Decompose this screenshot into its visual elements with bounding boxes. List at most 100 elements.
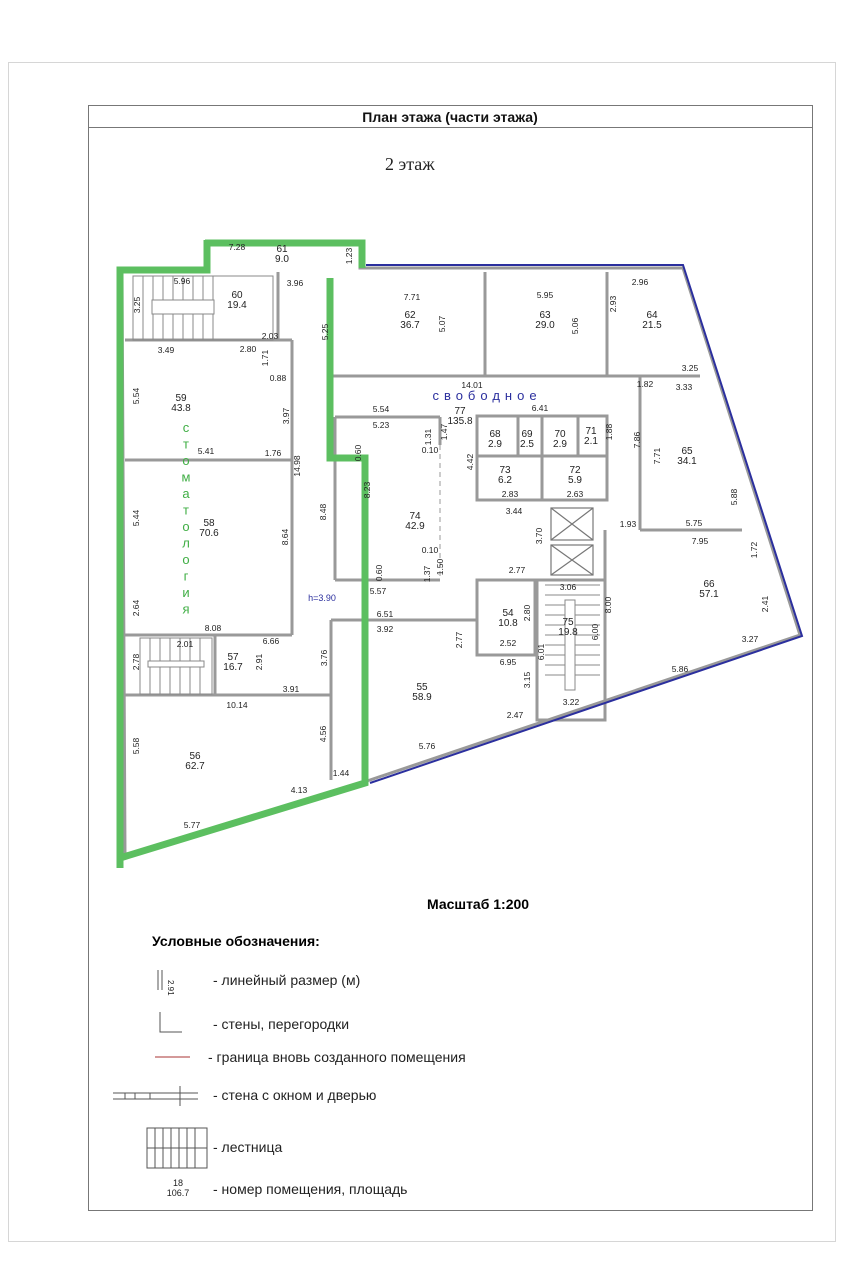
dimension-label: 2.80 <box>240 344 257 354</box>
free-space-label: свободное <box>432 388 541 403</box>
dimension-label: 8.48 <box>318 503 328 520</box>
dimension-label: 0.88 <box>270 373 287 383</box>
dentistry-letter: г <box>184 569 189 584</box>
dimension-label: 2.47 <box>507 710 524 720</box>
legend-dimension-icon <box>157 970 163 990</box>
dentistry-boundary <box>116 239 369 868</box>
dimension-label: 5.25 <box>320 323 330 340</box>
room-area: 19.4 <box>227 300 247 311</box>
room-number: 72 <box>569 465 581 476</box>
room-number: 63 <box>539 310 551 321</box>
dimension-label: 7.71 <box>404 292 421 302</box>
room-area: 21.5 <box>642 320 662 331</box>
dimension-label: 5.76 <box>419 741 436 751</box>
dimension-label: 1.93 <box>620 519 637 529</box>
dimension-label: 5.58 <box>131 737 141 754</box>
room-number: 59 <box>175 393 187 404</box>
dimension-label: 1.82 <box>637 379 654 389</box>
dentistry-letter: т <box>183 437 189 452</box>
dimension-label: 14.01 <box>461 380 483 390</box>
dimension-label: 1.31 <box>423 428 433 445</box>
dentistry-letter: о <box>182 552 189 567</box>
stair-57 <box>139 637 213 695</box>
outer-wall <box>120 243 802 858</box>
legend-item-boundary: - граница вновь созданного помещения <box>208 1049 466 1065</box>
dentistry-letter: л <box>182 536 190 551</box>
dimension-label: 4.42 <box>465 453 475 470</box>
room-area: 34.1 <box>677 456 697 467</box>
room-area: 2.5 <box>520 439 534 450</box>
dimension-label: 2.52 <box>500 638 517 648</box>
room-area: 9.0 <box>275 254 289 265</box>
dimension-label: 3.96 <box>287 278 304 288</box>
dimension-label: 2.93 <box>608 295 618 312</box>
dentistry-letter: о <box>182 453 189 468</box>
legend-item-window-door: - стена с окном и дверью <box>213 1087 377 1103</box>
dimension-label: 5.75 <box>686 518 703 528</box>
dimension-label: 3.15 <box>522 671 532 688</box>
dimension-label: 2.78 <box>131 653 141 670</box>
room-number: 58 <box>203 518 215 529</box>
room-number: 55 <box>416 682 428 693</box>
dimension-label: 5.23 <box>373 420 390 430</box>
dimension-label: 1.47 <box>439 423 449 440</box>
dimension-label: 1.76 <box>265 448 282 458</box>
dimension-label: 5.07 <box>437 315 447 332</box>
dentistry-letter: я <box>182 602 189 617</box>
dimension-label: 3.76 <box>319 649 329 666</box>
dimension-label: 5.57 <box>370 586 387 596</box>
dimension-label: 6.66 <box>263 636 280 646</box>
scale-label: Масштаб 1:200 <box>427 896 530 912</box>
legend-dimension-sample: 2.91 <box>166 980 175 996</box>
room-number: 77 <box>454 406 466 417</box>
drawing-sheet <box>88 105 813 1211</box>
room-number: 61 <box>276 244 288 255</box>
dimension-label: 7.86 <box>632 431 642 448</box>
room-area: 135.8 <box>447 416 472 427</box>
room-number: 75 <box>562 617 574 628</box>
dentistry-letter: и <box>182 585 189 600</box>
dimension-label: 8.08 <box>205 623 222 633</box>
room-number: 56 <box>189 751 201 762</box>
elevator-cross-icon <box>550 507 594 541</box>
dimension-label: 5.54 <box>131 387 141 404</box>
green-boundary <box>205 239 366 268</box>
dimension-label: 1.23 <box>344 247 354 264</box>
dimension-label: 5.06 <box>570 317 580 334</box>
dimension-label: 3.91 <box>283 684 300 694</box>
dimension-label: 0.60 <box>353 444 363 461</box>
dimension-label: 3.06 <box>560 582 577 592</box>
dimension-label: 1.72 <box>749 541 759 558</box>
elevator-shaft <box>550 507 594 541</box>
room-area: 16.7 <box>223 662 243 673</box>
room-area: 29.0 <box>535 320 555 331</box>
room-area: 62.7 <box>185 761 205 772</box>
room-area: 2.9 <box>488 439 502 450</box>
room-area: 5.9 <box>568 475 582 486</box>
dimension-label: 2.77 <box>454 631 464 648</box>
dimension-label: 1.50 <box>435 558 445 575</box>
dentistry-letter: м <box>182 470 191 485</box>
legend-title: Условные обозначения: <box>152 933 320 949</box>
dimension-label: 3.25 <box>132 296 142 313</box>
dimension-label: 2.96 <box>632 277 649 287</box>
green-boundary <box>116 240 211 868</box>
dimension-label: 2.80 <box>522 604 532 621</box>
room-area: 2.9 <box>553 439 567 450</box>
legend-item-stairs: - лестница <box>213 1139 283 1155</box>
dimension-label: 2.83 <box>502 489 519 499</box>
legend-room-number-sample: 18 <box>173 1178 183 1188</box>
dimension-label: 8.64 <box>280 528 290 545</box>
room-area: 10.8 <box>498 618 518 629</box>
dimension-label: 7.71 <box>652 447 662 464</box>
green-boundary <box>118 278 369 862</box>
dimension-label: 2.01 <box>177 639 194 649</box>
dimension-label: 1.88 <box>604 423 614 440</box>
dimension-label: 6.51 <box>377 609 394 619</box>
room-number: 69 <box>521 429 533 440</box>
dimension-label: 6.01 <box>536 643 546 660</box>
room-number: 54 <box>502 608 514 619</box>
legend-room-area-sample: 106.7 <box>167 1188 190 1198</box>
